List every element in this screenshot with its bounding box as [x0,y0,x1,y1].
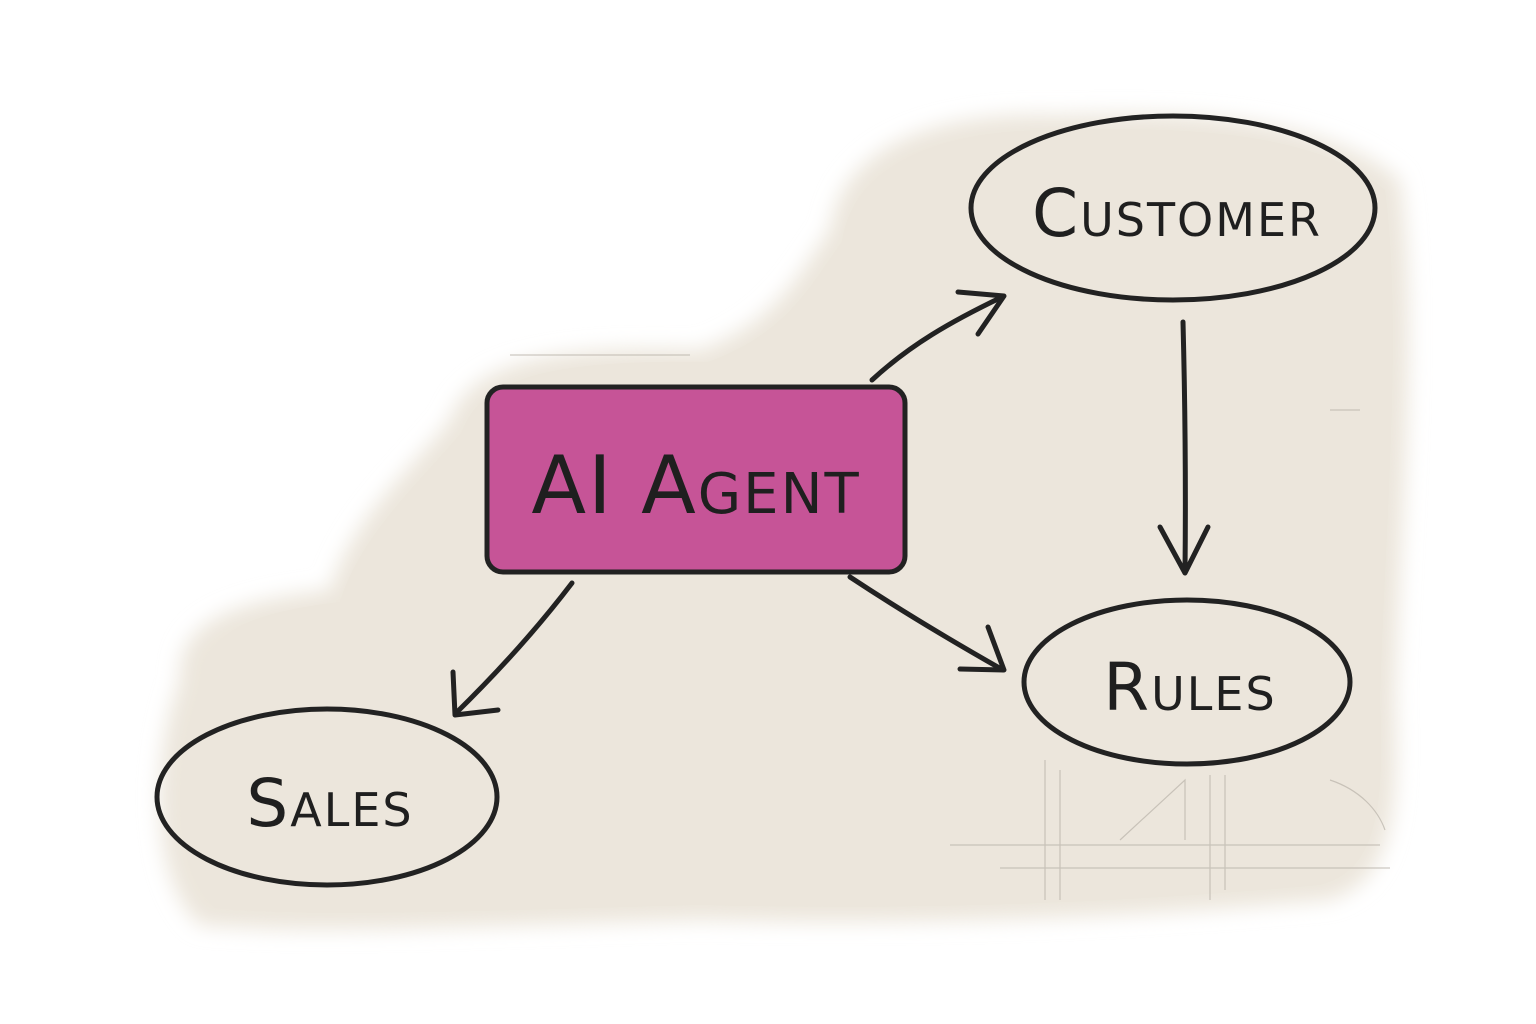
ai-agent-box [484,384,908,575]
node-rules: Rules [1021,597,1353,767]
arrowhead-sales [450,669,501,718]
rules-ellipse [1021,597,1353,767]
edge-customer-rules [1180,319,1188,575]
node-sales: Sales [154,706,500,888]
connectors [450,289,1211,718]
rules-label: Rules [1103,649,1276,726]
arrowhead-rules-diagonal [957,624,1007,673]
edge-agent-customer [869,294,1005,383]
sales-ellipse [154,706,500,888]
edge-agent-sales [452,580,575,717]
customer-label: Customer [1032,175,1322,252]
ai-agent-label: AI Agent [531,439,860,532]
customer-ellipse [968,113,1378,303]
pencil-sketch-lines [510,354,1390,900]
sales-label: Sales [246,765,413,842]
arrowhead-rules-vertical [1157,524,1211,576]
edge-agent-rules [847,574,1006,673]
node-ai-agent: AI Agent [484,384,908,575]
node-customer: Customer [968,113,1378,303]
arrowhead-customer [955,289,1007,337]
